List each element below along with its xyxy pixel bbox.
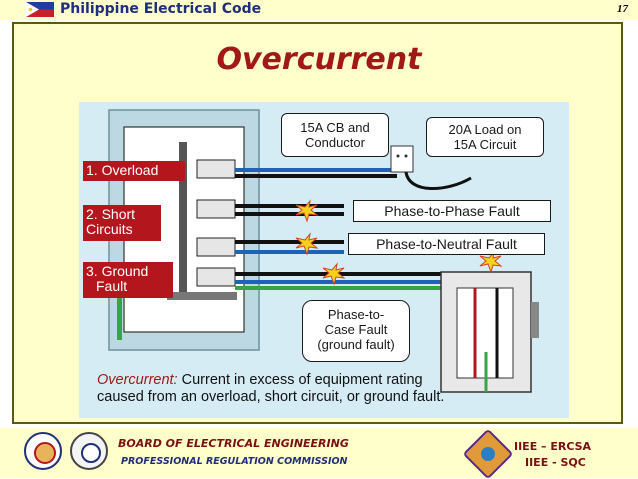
short-circuits-label: 2. Short Circuits: [83, 205, 161, 241]
definition-term: Overcurrent:: [97, 372, 178, 388]
phase-to-case-callout: Phase-to- Case Fault (ground fault): [302, 300, 410, 362]
board-name: BOARD OF ELECTRICAL ENGINEERING: [118, 437, 349, 450]
short-circuits-label-line2: Circuits: [86, 221, 133, 237]
case-callout-line2: Case Fault: [324, 322, 388, 337]
cb-callout-line1: 15A CB and: [300, 120, 370, 135]
iiee-seal-icon: [462, 428, 514, 479]
cb-callout-line2: Conductor: [305, 135, 365, 150]
prc-seal-icon: [70, 432, 108, 470]
phase-to-phase-fault-text: Phase-to-Phase Fault: [384, 203, 520, 219]
load-callout-line1: 20A Load on: [448, 122, 522, 137]
phase-to-neutral-fault-box: Phase-to-Neutral Fault: [348, 233, 545, 255]
definition-line1-text: Current in excess of equipment rating: [177, 372, 423, 388]
philippine-flag-icon: [26, 2, 54, 17]
iiee-ercsa: IIEE – ERCSA: [514, 440, 592, 453]
overcurrent-definition: Overcurrent: Current in excess of equipm…: [97, 372, 567, 406]
ground-fault-label: 3. Ground Fault: [83, 262, 173, 298]
ground-fault-label-line2: Fault: [96, 278, 128, 294]
short-circuits-label-line1: 2. Short: [86, 206, 136, 222]
footer-bar: BOARD OF ELECTRICAL ENGINEERING PROFESSI…: [0, 428, 638, 479]
ground-fault-label-line1: 3. Ground: [86, 263, 149, 279]
case-callout-line3: (ground fault): [317, 337, 395, 352]
load-callout-line2: 15A Circuit: [453, 137, 517, 152]
load-callout: 20A Load on 15A Circuit: [426, 117, 544, 157]
iiee-sqc: IIEE - SQC: [525, 456, 586, 469]
board-seal-icon: [24, 432, 62, 470]
overcurrent-diagram: 1. Overload 2. Short Circuits 3. Ground …: [79, 102, 569, 418]
cb-conductor-callout: 15A CB and Conductor: [281, 113, 389, 157]
commission-name: PROFESSIONAL REGULATION COMMISSION: [121, 456, 348, 467]
overload-label-text: 1. Overload: [86, 162, 159, 178]
phase-to-phase-fault-box: Phase-to-Phase Fault: [353, 200, 551, 222]
header-title: Philippine Electrical Code: [60, 1, 262, 17]
slide-title: Overcurrent: [216, 42, 422, 77]
case-callout-line1: Phase-to-: [327, 307, 385, 322]
header-bar: Philippine Electrical Code 17: [0, 0, 638, 20]
definition-line1: Overcurrent: Current in excess of equipm…: [97, 372, 567, 389]
definition-line2: caused from an overload, short circuit, …: [97, 389, 445, 405]
phase-to-neutral-fault-text: Phase-to-Neutral Fault: [376, 236, 517, 252]
overload-label: 1. Overload: [83, 161, 185, 181]
slide-number: 17: [617, 3, 628, 15]
